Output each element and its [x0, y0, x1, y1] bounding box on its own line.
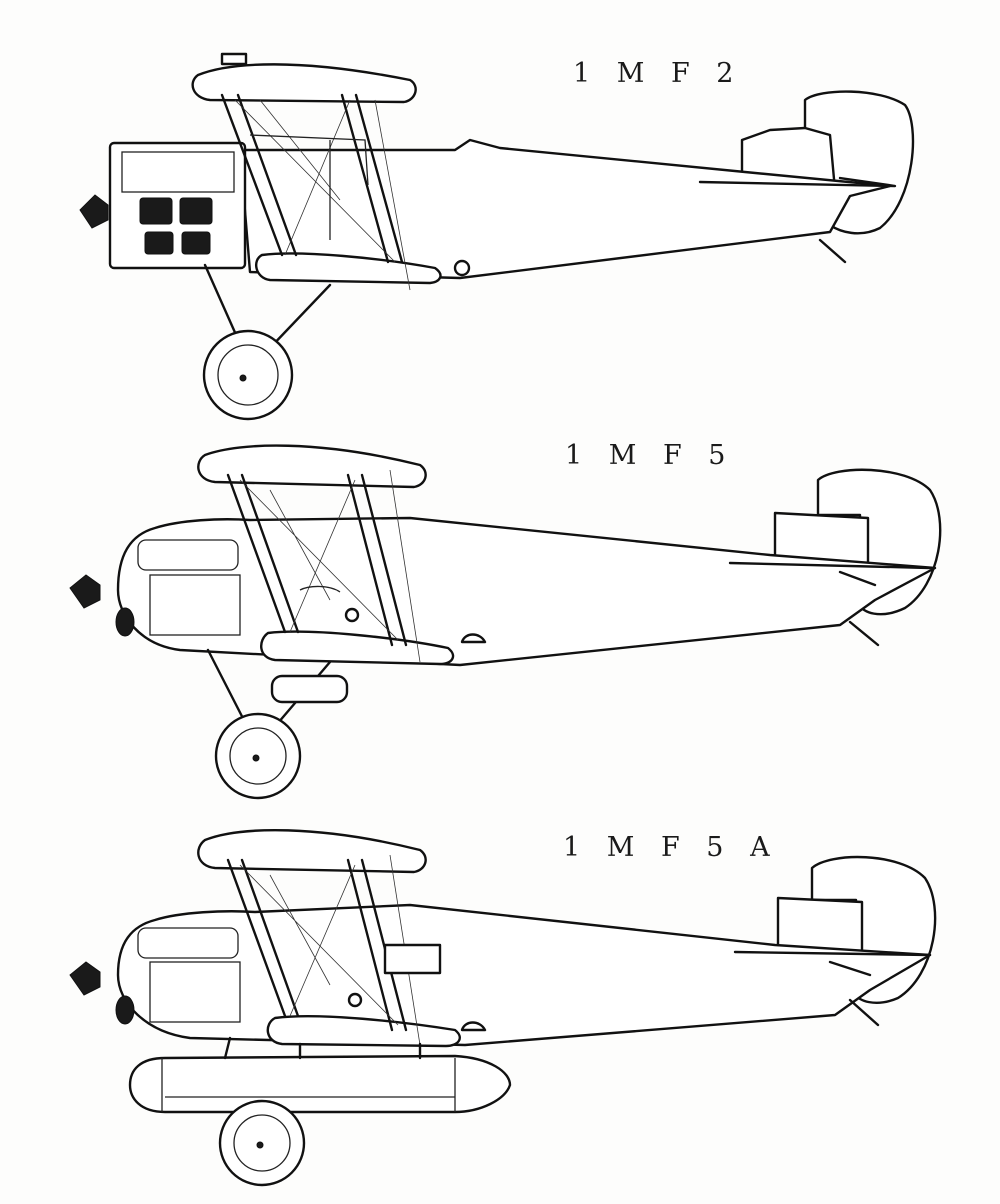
lower-wing	[254, 252, 442, 285]
propeller-hub	[79, 194, 109, 229]
aircraft-label-1mf2: 1 M F 2	[573, 58, 743, 89]
engine-block	[108, 141, 247, 270]
aircraft-1mf2-drawing	[79, 52, 915, 421]
tailplane	[728, 561, 932, 587]
aircraft-1mf5-drawing	[69, 444, 942, 800]
interplane-struts	[226, 473, 408, 647]
tailplane	[698, 176, 897, 188]
float-struts	[223, 1036, 422, 1060]
tail-skid	[848, 998, 880, 1027]
propeller-hub	[69, 574, 101, 609]
aircraft-1mf5a-drawing	[69, 829, 937, 1187]
tailplane	[733, 950, 932, 977]
rigging-wires	[239, 854, 421, 1046]
tail-skid	[818, 238, 847, 264]
lower-wing	[260, 630, 455, 666]
landing-wheel	[202, 329, 294, 421]
propeller-hub	[69, 961, 101, 996]
upper-wing	[197, 444, 427, 489]
upper-wing	[197, 829, 427, 874]
fuselage	[116, 516, 937, 667]
lower-wing	[266, 1014, 461, 1048]
fuselage	[116, 903, 932, 1047]
tail-skid	[848, 620, 880, 647]
aircraft-label-1mf5a: 1 M F 5 A	[563, 832, 779, 863]
upper-wing	[191, 63, 417, 104]
aircraft-label-1mf5: 1 M F 5	[565, 440, 735, 471]
interplane-struts	[220, 93, 404, 264]
float	[128, 1054, 512, 1114]
interplane-struts	[226, 858, 408, 1032]
rigging-wires	[234, 99, 411, 291]
radiator	[270, 674, 349, 704]
rigging-wires	[239, 469, 421, 663]
